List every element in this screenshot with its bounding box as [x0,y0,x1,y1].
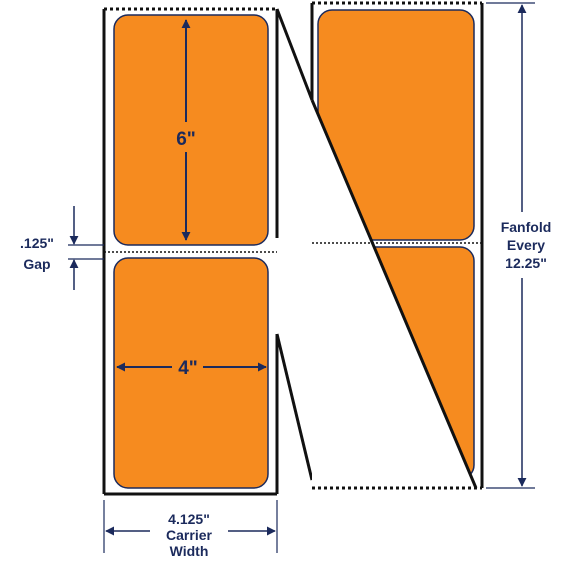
width-label: 4" [178,358,198,379]
height-dimension: 6" [176,19,196,241]
carrier-width-dimension: 4.125" Carrier Width [103,500,278,559]
carrier-word-1: Carrier [166,527,212,543]
gap-word: Gap [23,256,50,272]
fanfold-word-2: Every [507,237,545,253]
carrier-word-2: Width [170,543,209,559]
fanfold-dimension: Fanfold Every 12.25" [486,2,552,489]
right-folded-strip [310,1,484,490]
height-label: 6" [176,129,196,150]
fanfold-word-1: Fanfold [501,219,552,235]
carrier-value: 4.125" [168,511,210,527]
label-2 [113,257,269,489]
left-carrier-strip [102,7,279,496]
fold-lines [275,8,314,481]
gap-dimension: .125" Gap [20,206,104,290]
label-1 [113,14,269,246]
fanfold-value: 12.25" [505,255,547,271]
width-dimension: 4" [116,358,267,379]
gap-value: .125" [20,235,54,251]
